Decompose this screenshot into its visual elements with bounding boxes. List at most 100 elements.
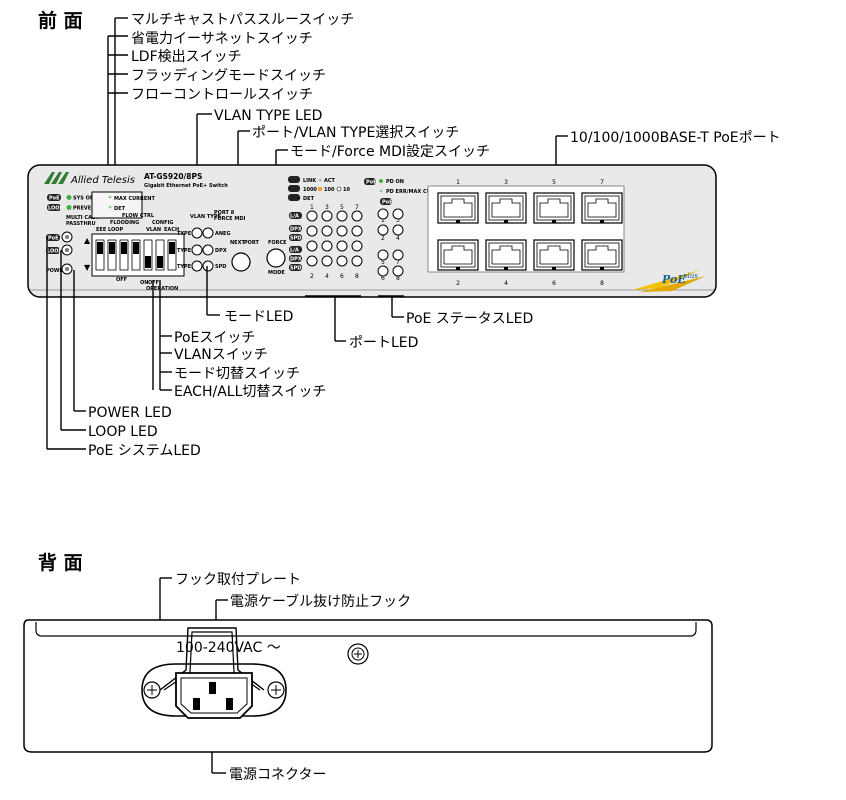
callout-eee-switch: 省電力イーサネットスイッチ xyxy=(131,31,313,47)
rj45-port-number: 8 xyxy=(600,280,604,287)
svg-text:▼: ▼ xyxy=(84,263,91,272)
rj45-port[interactable] xyxy=(533,192,575,224)
svg-text:ON: ON xyxy=(140,280,148,286)
callout-vlan-type-led: VLAN TYPE LED xyxy=(214,108,322,124)
dip-switch[interactable] xyxy=(155,239,165,271)
rj45-port[interactable] xyxy=(581,192,623,224)
led-tag-label: L/A xyxy=(290,248,299,254)
neutral-pin xyxy=(226,698,233,710)
dip-switch[interactable] xyxy=(131,239,141,271)
svg-text:EACH: EACH xyxy=(164,227,179,233)
callout-flow-control-switch: フローコントロールスイッチ xyxy=(131,87,313,103)
callout-power-connector: 電源コネクター xyxy=(229,767,326,783)
svg-text:LOOP: LOOP xyxy=(48,206,64,212)
callout-poe-status-led: PoE ステータスLED xyxy=(406,311,533,327)
poe-status-led xyxy=(377,208,389,220)
svg-text:SPD: SPD xyxy=(215,264,226,270)
svg-text:✶: ✶ xyxy=(297,196,301,202)
rj45-port-number: 6 xyxy=(552,280,556,287)
svg-text:✶: ✶ xyxy=(379,189,383,195)
port-led xyxy=(336,255,348,267)
led-tag xyxy=(289,246,302,253)
rear-panel: 100-240VAC ～ xyxy=(23,619,713,753)
svg-text:DET: DET xyxy=(114,206,126,212)
svg-text:PREVENT: PREVENT xyxy=(73,206,99,212)
svg-text:OFF: OFF xyxy=(116,277,127,283)
port-led xyxy=(306,240,318,252)
dip-switch[interactable] xyxy=(119,239,129,271)
rj45-port[interactable] xyxy=(485,239,527,271)
port-led xyxy=(321,225,333,237)
callout-poe-switch: PoEスイッチ xyxy=(174,330,255,346)
dip-switch-lever xyxy=(145,256,151,268)
svg-text:✶: ✶ xyxy=(108,195,112,201)
svg-text:ACT: ACT xyxy=(324,178,336,184)
dip-switch-lever xyxy=(169,242,175,254)
allied-telesis-logo: Allied Telesis xyxy=(44,172,135,186)
svg-text:PoE: PoE xyxy=(48,236,59,242)
led-tag xyxy=(289,225,302,232)
callout-retention-hook: 電源ケーブル抜け防止フック xyxy=(230,593,411,610)
poe-status-led xyxy=(377,249,389,261)
rj45-port[interactable] xyxy=(437,192,479,224)
port-led-number: 4 xyxy=(325,273,329,280)
port-led xyxy=(306,210,318,222)
dip-switch[interactable] xyxy=(167,239,177,271)
callout-mode-force-mdi-switch: モード/Force MDI設定スイッチ xyxy=(290,144,490,160)
rj45-port[interactable] xyxy=(437,239,479,271)
rj45-port[interactable] xyxy=(533,239,575,271)
svg-text:PD ERR/MAX CURRENT: PD ERR/MAX CURRENT xyxy=(386,189,450,195)
rj45-port-number: 7 xyxy=(600,179,604,186)
callout-each-all-switch: EACH/ALL切替スイッチ xyxy=(174,384,326,400)
rj45-port-number: 3 xyxy=(504,179,508,186)
svg-text:✶: ✶ xyxy=(108,205,112,211)
svg-text:10: 10 xyxy=(343,187,350,193)
port-led-number: 1 xyxy=(310,204,314,211)
svg-text:OPERATION: OPERATION xyxy=(146,286,178,292)
rj45-port-number: 2 xyxy=(456,280,460,287)
svg-text:MODE: MODE xyxy=(268,270,285,276)
svg-text:PoE: PoE xyxy=(49,196,60,202)
callout-power-led: POWER LED xyxy=(88,405,172,421)
svg-text:FLOW CTRL: FLOW CTRL xyxy=(122,213,155,219)
svg-text:NEXT: NEXT xyxy=(230,240,245,246)
poe-status-led xyxy=(392,224,404,236)
dip-switch[interactable] xyxy=(107,239,117,271)
svg-text:MAX CURRENT: MAX CURRENT xyxy=(114,196,155,202)
rj45-port-number: 1 xyxy=(456,179,460,186)
port-led xyxy=(351,240,363,252)
rj45-port[interactable] xyxy=(581,239,623,271)
system-led-area: PoE SYS ON LOOP PREVENT MULTI CAST PASST… xyxy=(46,194,100,275)
svg-text:PoE: PoE xyxy=(382,200,393,206)
port-led-number: 7 xyxy=(355,204,359,211)
callout-multicast-passthrough-switch: マルチキャストパススルースイッチ xyxy=(131,12,354,28)
dip-switch[interactable] xyxy=(143,239,153,271)
callout-poe-system-led: PoE システムLED xyxy=(88,443,201,459)
svg-text:VLAN TYPE: VLAN TYPE xyxy=(190,214,222,220)
led-tag-label: DPX xyxy=(290,257,302,263)
svg-text:PORT: PORT xyxy=(244,240,260,246)
mode-force-mdi-button[interactable] xyxy=(266,248,286,268)
live-pin xyxy=(193,698,200,710)
svg-text:LINK: LINK xyxy=(303,178,317,184)
svg-text:PASSTHRU: PASSTHRU xyxy=(66,221,96,227)
rear-title: 背 面 xyxy=(38,551,83,574)
port-led xyxy=(351,255,363,267)
callout-port-vlan-select-switch: ポート/VLAN TYPE選択スイッチ xyxy=(252,125,459,141)
led-tag xyxy=(289,264,302,271)
port-led xyxy=(351,210,363,222)
dip-switch-lever xyxy=(121,242,127,254)
led-tag xyxy=(289,255,302,262)
callout-ldf-switch: LDF検出スイッチ xyxy=(131,49,242,65)
port-vlan-select-button[interactable] xyxy=(231,252,251,272)
svg-text:FORCE MDI: FORCE MDI xyxy=(214,216,245,222)
poe-led-number: 7 xyxy=(396,259,400,266)
svg-text:FORCE: FORCE xyxy=(268,240,287,246)
port-led-number: 3 xyxy=(325,204,329,211)
dip-switch[interactable] xyxy=(95,239,105,271)
poe-status-led xyxy=(377,265,389,277)
rj45-port[interactable] xyxy=(485,192,527,224)
svg-text:LOOP: LOOP xyxy=(47,249,63,255)
